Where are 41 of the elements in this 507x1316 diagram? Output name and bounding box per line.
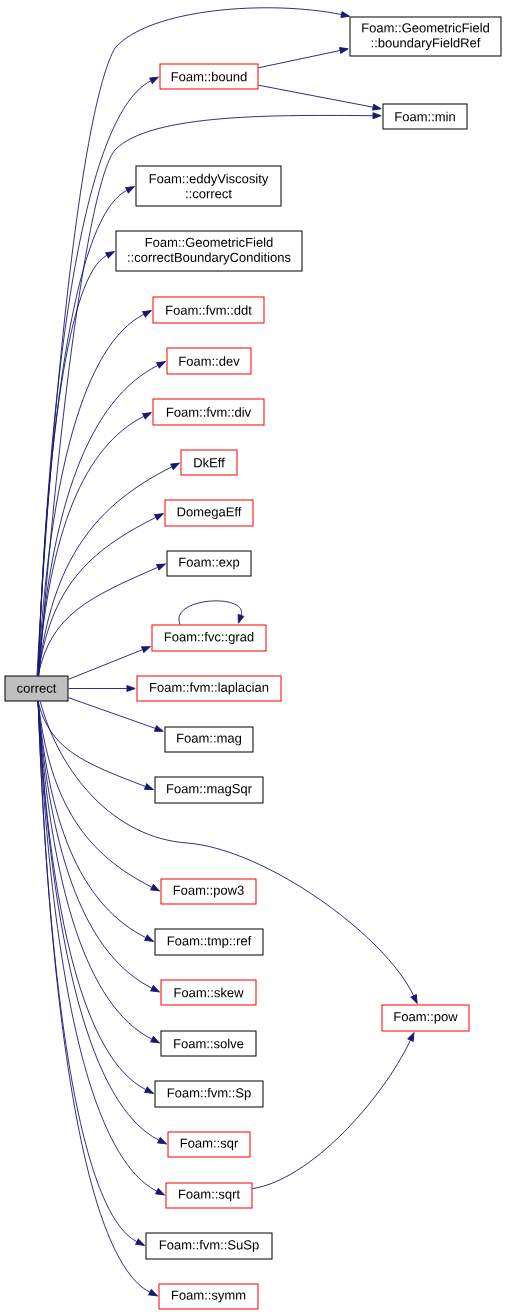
arrow [37,701,154,790]
function-box: Foam::pow3 [160,878,257,905]
function-box: Foam::tmp::ref [154,928,264,956]
function-box: DomegaEff [164,499,254,527]
function-box: Foam::solve [160,1030,257,1057]
function-box: Foam::mag [164,726,254,753]
arrow [258,84,382,111]
function-box: Foam::sqr [167,1131,251,1158]
function-box: Foam::pow [381,1004,470,1032]
function-box: Foam::fvm::div [152,398,265,426]
function-box: Foam::fvc::grad [151,624,267,652]
arrow [252,1032,415,1190]
function-box: Foam::min [382,103,468,130]
function-box: Foam::eddyViscosity ::correct [135,165,282,207]
function-box: Foam::bound [159,63,259,90]
function-box: Foam::skew [160,979,257,1006]
function-box: Foam::exp [166,550,252,577]
arrow [39,701,418,1004]
arrow [37,251,115,676]
function-box: Foam::symm [158,1283,259,1310]
function-box: Foam::GeometricField ::correctBoundaryConditions [115,230,303,272]
function-box: Foam::fvm::SuSp [145,1232,273,1260]
loop-arrow [178,600,245,625]
arrow [68,697,164,732]
function-box: Foam::dev [166,347,252,375]
function-box: correct [4,675,69,702]
function-box: Foam::fvm::Sp [154,1080,264,1108]
function-box: Foam::fvm::laplacian [136,675,282,702]
arrow [258,47,349,69]
function-box: Foam::sqrt [165,1182,253,1209]
arrow [37,701,158,1297]
arrow [68,646,151,680]
arrow [68,685,136,692]
arrow [37,310,152,676]
function-box: Foam::GeometricField ::boundaryFieldRef [349,16,502,57]
arrow [38,112,382,676]
function-box: Foam::fvm::ddt [152,296,265,324]
arrow [36,7,350,676]
arrow [37,563,166,676]
function-box: Foam::magSqr [154,776,264,804]
function-box: DkEff [180,449,238,476]
